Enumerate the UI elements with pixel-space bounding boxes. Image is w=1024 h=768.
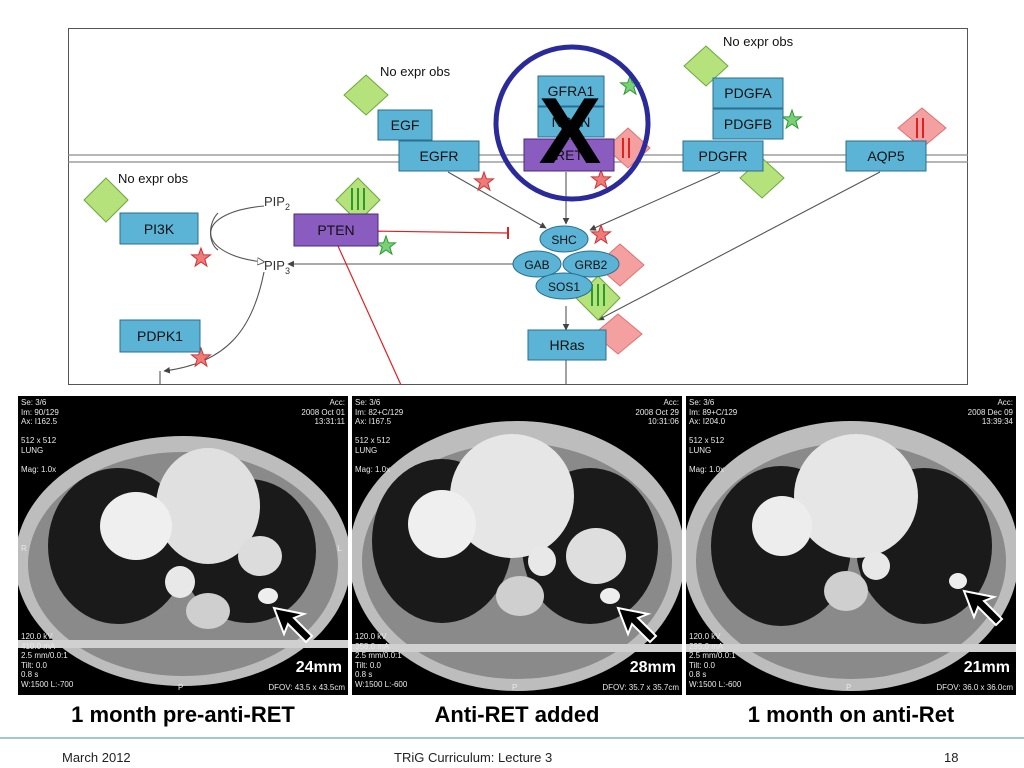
ct-1-overlay-left: Se: 3/6 Im: 90/129 Ax: I162.5 512 x 512 … <box>21 398 59 474</box>
footer-page-number: 18 <box>944 750 959 765</box>
pip3-subscript: 3 <box>285 266 290 276</box>
node-shc: SHC <box>539 225 589 253</box>
ct-3-measurement: 21mm <box>963 659 1010 676</box>
node-pdgfb: PDGFB <box>712 108 784 140</box>
pip2-subscript: 2 <box>285 202 290 212</box>
ct-1-dfov: DFOV: 43.5 x 43.5cm <box>268 683 345 692</box>
node-nrtn: NRTN <box>537 106 605 138</box>
ret-target-circle <box>493 44 651 202</box>
node-egf: EGF <box>377 109 433 141</box>
node-gfra1: GFRA1 <box>537 75 605 107</box>
pip2-label: PIP <box>264 194 285 209</box>
node-pdgfr-label: PDGFR <box>699 148 748 164</box>
node-aqp5: AQP5 <box>845 140 927 172</box>
no-expr-label-pdgf: No expr obs <box>723 34 794 49</box>
node-egf-label: EGF <box>391 117 420 133</box>
node-aqp5-label: AQP5 <box>867 148 905 164</box>
footer-title: TRiG Curriculum: Lecture 3 <box>394 750 553 765</box>
node-sos1-label: SOS1 <box>548 280 580 294</box>
ct-1-label-r: R <box>21 544 27 553</box>
ct-2-overlay-right: Acc: 2008 Oct 29 10:31:06 <box>635 398 679 426</box>
ct-scan-1-image <box>18 436 348 686</box>
pten-inhibition-edge <box>365 230 509 234</box>
node-ret-label: RET <box>555 147 583 163</box>
ct-scan-3-image <box>686 421 1016 691</box>
footer-date: March 2012 <box>62 750 131 765</box>
ct-2-overlay-bottom: 120.0 kV 358.0 mA 2.5 mm/0.0:1 Tilt: 0.0… <box>355 632 408 689</box>
ct-1-measurement: 24mm <box>295 659 342 676</box>
svg-text:PIP2: PIP2 <box>264 194 290 212</box>
node-pdgfb-label: PDGFB <box>724 116 772 132</box>
node-pten: PTEN <box>293 213 379 247</box>
no-expr-label-pi3k: No expr obs <box>118 171 189 186</box>
no-expr-label-egf: No expr obs <box>380 64 451 79</box>
node-gab-label: GAB <box>524 258 549 272</box>
ct-1-overlay-bottom: 120.0 kV 410.0 mA 2.5 mm/0.0:1 Tilt: 0.0… <box>21 632 74 689</box>
caption-on-anti-ret: 1 month on anti-Ret <box>747 702 955 727</box>
ret-x-mark: X <box>539 78 602 183</box>
ct-3-overlay-right: Acc: 2008 Dec 09 13:39:34 <box>967 398 1013 426</box>
ct-3-overlay-left: Se: 3/6 Im: 89+C/129 Ax: I204.0 512 x 51… <box>689 398 738 474</box>
ct-scan-2: Se: 3/6 Im: 82+C/129 Ax: I167.5 512 x 51… <box>352 396 682 695</box>
ct-2-label-p: P <box>512 683 518 692</box>
node-pdgfa: PDGFA <box>712 77 784 109</box>
expression-stars <box>190 74 803 368</box>
node-nrtn-label: NRTN <box>552 114 591 130</box>
ct-2-measurement: 28mm <box>629 659 676 676</box>
node-pdpk1-label: PDPK1 <box>137 328 183 344</box>
node-pten-label: PTEN <box>317 222 354 238</box>
node-egfr-label: EGFR <box>420 148 459 164</box>
ct-1-label-l: L <box>337 544 342 553</box>
node-ret: RET <box>523 138 615 172</box>
node-pdgfr: PDGFR <box>682 140 764 172</box>
ct-2-overlay-left: Se: 3/6 Im: 82+C/129 Ax: I167.5 512 x 51… <box>355 398 404 474</box>
svg-text:PIP3: PIP3 <box>264 258 290 276</box>
footer-divider <box>0 737 1024 739</box>
node-pdpk1: PDPK1 <box>119 319 201 353</box>
ct-1-overlay-right: Acc: 2008 Oct 01 13:31:11 <box>301 398 345 426</box>
node-egfr: EGFR <box>398 140 480 172</box>
node-grb2: GRB2 <box>562 250 620 278</box>
node-pi3k: PI3K <box>119 212 199 245</box>
node-gab: GAB <box>512 250 562 278</box>
node-hras-label: HRas <box>549 337 584 353</box>
ct-3-dfov: DFOV: 36.0 x 36.0cm <box>936 683 1013 692</box>
node-sos1: SOS1 <box>535 272 593 300</box>
node-gfra1-label: GFRA1 <box>548 83 595 99</box>
cell-membrane <box>68 154 968 163</box>
pten-red-line <box>337 245 402 385</box>
node-hras: HRas <box>527 329 607 361</box>
ct-scan-3: Se: 3/6 Im: 89+C/129 Ax: I204.0 512 x 51… <box>686 396 1016 695</box>
pathway-diagram: EGF EGFR GFRA1 NRTN RET PDGFA PDGFB PDGF… <box>68 28 968 385</box>
ct-3-overlay-bottom: 120.0 kV 295.0 mA 2.5 mm/0.0:1 Tilt: 0.0… <box>689 632 742 689</box>
ct-1-label-p: P <box>178 683 184 692</box>
caption-anti-ret-added: Anti-RET added <box>434 702 600 727</box>
node-pdgfa-label: PDGFA <box>724 85 772 101</box>
ct-2-dfov: DFOV: 35.7 x 35.7cm <box>602 683 679 692</box>
ct-3-label-p: P <box>846 683 852 692</box>
ct-scan-2-image <box>352 421 682 691</box>
pathway-edges <box>159 171 881 385</box>
node-pi3k-label: PI3K <box>144 221 175 237</box>
node-shc-label: SHC <box>551 233 577 247</box>
node-grb2-label: GRB2 <box>575 258 608 272</box>
pip3-label: PIP <box>264 258 285 273</box>
caption-pre-anti-ret: 1 month pre-anti-RET <box>71 702 295 727</box>
ct-scan-1: Se: 3/6 Im: 90/129 Ax: I162.5 512 x 512 … <box>18 396 348 695</box>
